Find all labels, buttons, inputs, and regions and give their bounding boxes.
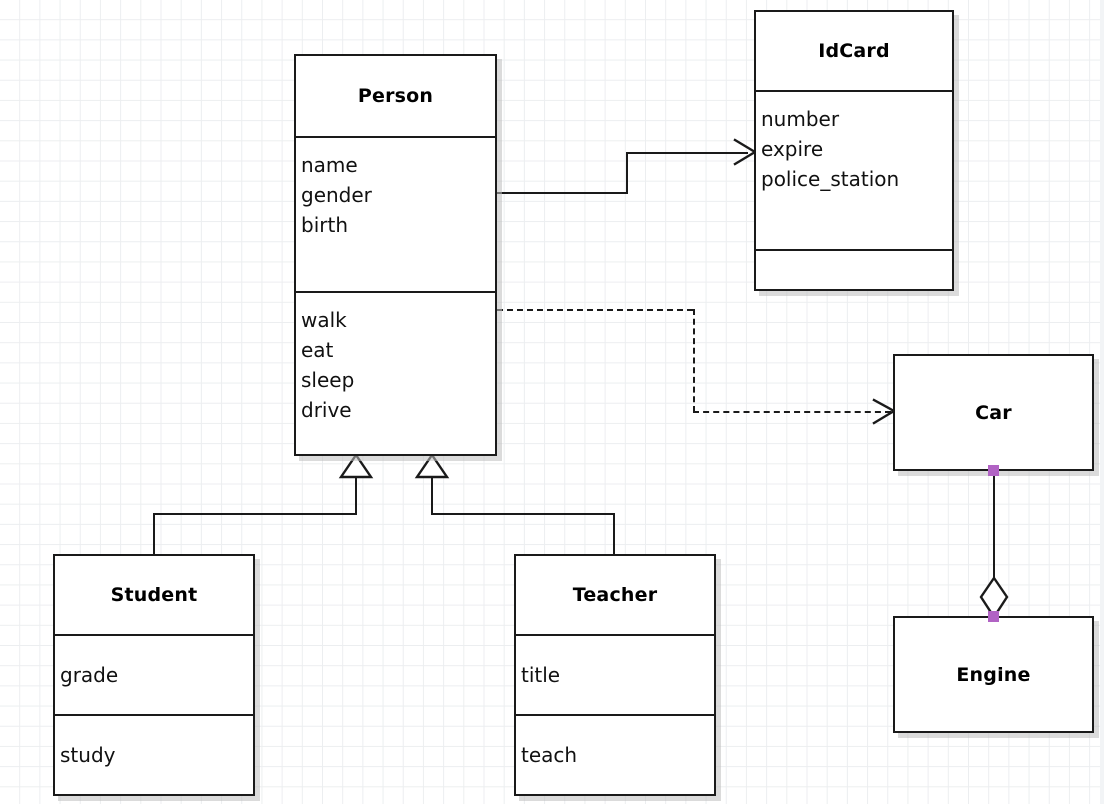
attributes-teacher: title [516, 634, 714, 714]
connector-segment [153, 513, 155, 555]
open-arrow-idcard [733, 138, 758, 166]
connector-segment [355, 474, 357, 514]
connector-endpoint-engine[interactable] [988, 611, 999, 622]
class-name-teacher: Teacher [572, 584, 658, 606]
connector-segment-dashed [693, 411, 891, 413]
class-name-person: Person [357, 85, 434, 107]
class-box-teacher[interactable]: Teacher title teach [514, 554, 716, 796]
connector-segment [613, 513, 615, 555]
connector-segment [993, 470, 995, 610]
hollow-triangle-teacher [414, 452, 450, 479]
class-name-car: Car [975, 401, 1012, 424]
attributes-student: grade [55, 634, 253, 714]
class-name-student: Student [110, 584, 198, 606]
class-name-engine: Engine [956, 663, 1031, 686]
class-box-engine[interactable]: Engine [893, 616, 1094, 733]
class-box-person[interactable]: Person name gender birth walk eat sleep … [294, 54, 497, 456]
methods-teacher: teach [516, 714, 714, 794]
connector-endpoint-car[interactable] [988, 465, 999, 476]
class-box-car[interactable]: Car [893, 354, 1094, 471]
class-box-idcard[interactable]: IdCard number expire police_station [754, 10, 954, 291]
connector-segment-dashed [497, 309, 693, 311]
connector-segment [626, 152, 748, 154]
connector-segment [153, 513, 357, 515]
connector-segment [495, 192, 628, 194]
connector-segment [626, 152, 628, 194]
attributes-idcard: number expire police_station [756, 90, 952, 249]
attributes-person: name gender birth [296, 136, 495, 291]
class-box-student[interactable]: Student grade study [53, 554, 255, 796]
methods-idcard [756, 249, 952, 289]
methods-student: study [55, 714, 253, 794]
hollow-triangle-student [338, 452, 374, 479]
connector-segment-dashed [693, 309, 695, 412]
methods-person: walk eat sleep drive [296, 291, 495, 454]
class-name-idcard: IdCard [818, 40, 890, 62]
connector-segment [431, 513, 615, 515]
canvas-right-edge [1100, 0, 1104, 804]
open-arrow-car [872, 398, 897, 425]
connector-segment [431, 474, 433, 514]
